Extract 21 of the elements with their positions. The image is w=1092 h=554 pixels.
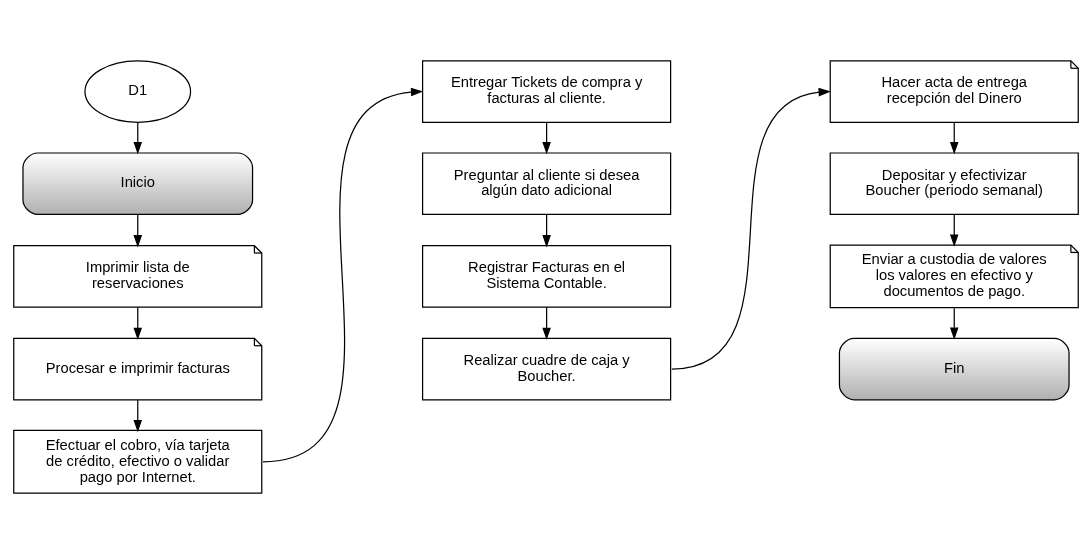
node-box: Realizar cuadre de caja y Boucher. (422, 337, 672, 401)
node-ellipse: D1 (84, 60, 192, 123)
node-box: Preguntar al cliente si desea algún dato adicional (422, 152, 672, 215)
node-box: Registrar Facturas en el Sistema Contable. (422, 245, 672, 308)
arrow (133, 399, 143, 433)
arrow (671, 87, 831, 370)
node-box: Inicio (22, 152, 254, 215)
arrow (542, 306, 551, 341)
node-box: Entregar Tickets de compra y facturas al cliente. (422, 60, 672, 123)
arrow (949, 122, 959, 155)
node-box: Depositar y efectivizar Boucher (periodo semanal) (829, 152, 1079, 215)
node-box: Efectuar el cobro, vía tarjeta de crédito, efectivo o validar pago por Internet. (13, 429, 263, 494)
arrow (133, 306, 143, 341)
arrow (133, 213, 143, 248)
arrow (133, 122, 143, 155)
arrow (262, 87, 424, 463)
arrow (542, 213, 551, 248)
node-box: Fin (838, 337, 1070, 401)
arrow (542, 122, 551, 155)
arrow (949, 307, 959, 340)
arrow (949, 213, 959, 247)
